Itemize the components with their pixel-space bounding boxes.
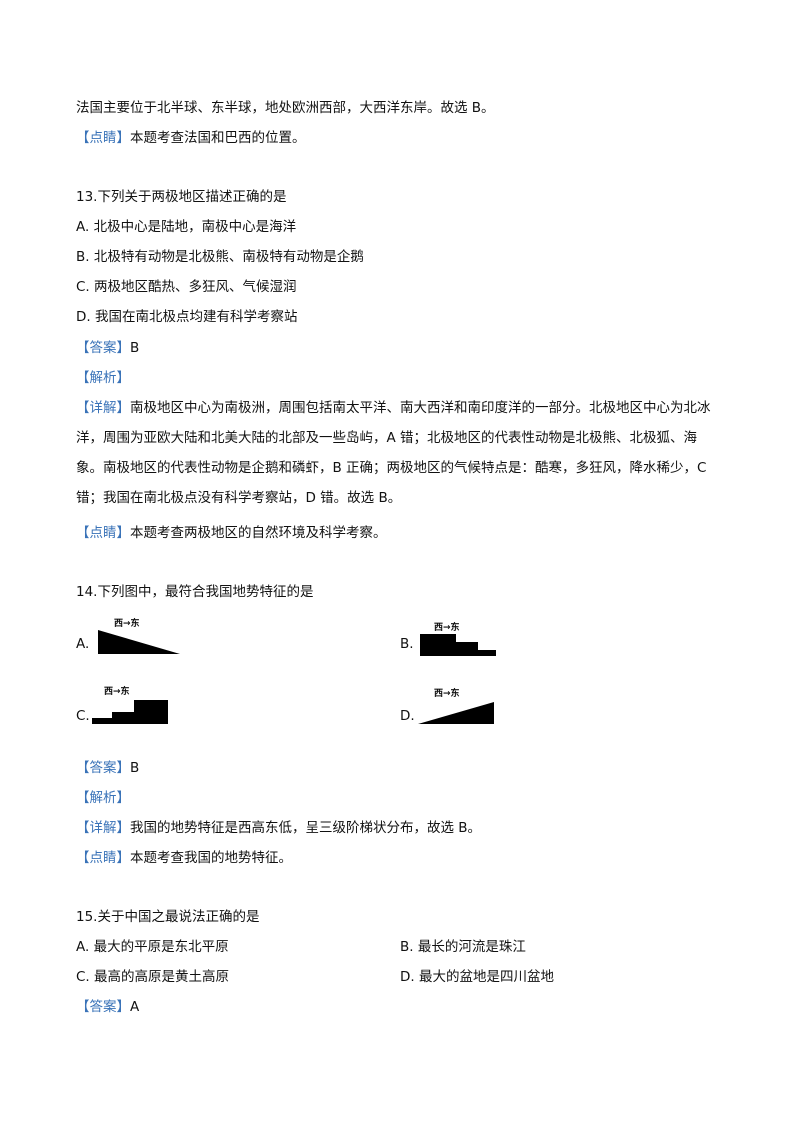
q14-option-a-figure: 西→东 bbox=[96, 616, 182, 658]
intro-dianjing: 【点睛】本题考查法国和巴西的位置。 bbox=[76, 128, 306, 148]
q13-option-c: C. 两极地区酷热、多狂风、气候湿润 bbox=[76, 279, 297, 295]
answer-tag: 【答案】 bbox=[76, 340, 130, 356]
dianjing-tag: 【点睛】 bbox=[76, 525, 130, 541]
q14-answer: 【答案】B bbox=[76, 758, 139, 778]
q15-option-b: B. 最长的河流是珠江 bbox=[400, 939, 526, 955]
xiangjie-tag: 【详解】 bbox=[76, 400, 130, 416]
q13-dianjing: 【点睛】本题考查两极地区的自然环境及科学考察。 bbox=[76, 523, 387, 543]
dianjing-tag: 【点睛】 bbox=[76, 130, 130, 146]
direction-label: 西→东 bbox=[434, 689, 460, 699]
q13-stem: 13.下列关于两极地区描述正确的是 bbox=[76, 189, 287, 205]
q13-answer: 【答案】B bbox=[76, 338, 139, 358]
q14-dianjing: 【点睛】本题考查我国的地势特征。 bbox=[76, 848, 292, 868]
q14-option-c-figure: 西→东 bbox=[92, 684, 172, 726]
q15-option-c: C. 最高的高原是黄土高原 bbox=[76, 969, 230, 985]
q13-option-b: B. 北极特有动物是北极熊、南极特有动物是企鹅 bbox=[76, 249, 364, 265]
answer-tag: 【答案】 bbox=[76, 999, 130, 1015]
q13-option-d: D. 我国在南北极点均建有科学考察站 bbox=[76, 309, 298, 325]
q15-option-d: D. 最大的盆地是四川盆地 bbox=[400, 969, 554, 985]
q15-answer: 【答案】A bbox=[76, 997, 139, 1017]
q14-xiangjie: 【详解】我国的地势特征是西高东低，呈三级阶梯状分布，故选 B。 bbox=[76, 818, 481, 838]
dianjing-tag: 【点睛】 bbox=[76, 850, 130, 866]
xiangjie-text: 南极地区中心为南极洲，周围包括南太平洋、南大西洋和南印度洋的一部分。北极地区中心… bbox=[76, 400, 711, 506]
answer-tag: 【答案】 bbox=[76, 760, 130, 776]
q13-option-a: A. 北极中心是陆地，南极中心是海洋 bbox=[76, 219, 297, 235]
q14-option-d-letter: D. bbox=[400, 708, 415, 724]
direction-label: 西→东 bbox=[114, 619, 140, 629]
answer-value: B bbox=[130, 340, 140, 356]
terrain-profile-d bbox=[418, 702, 494, 724]
q14-option-a-letter: A. bbox=[76, 636, 90, 652]
q14-option-d-figure: 西→东 bbox=[416, 686, 498, 726]
q14-option-b-figure: 西→东 bbox=[418, 616, 498, 658]
direction-label: 西→东 bbox=[434, 623, 460, 633]
q14-jiexi-tag: 【解析】 bbox=[76, 790, 130, 806]
answer-value: A bbox=[130, 999, 140, 1015]
dianjing-text: 本题考查法国和巴西的位置。 bbox=[130, 130, 306, 146]
answer-value: B bbox=[130, 760, 140, 776]
q13-jiexi-tag: 【解析】 bbox=[76, 370, 130, 386]
terrain-profile-a bbox=[98, 630, 180, 654]
direction-label: 西→东 bbox=[104, 687, 130, 697]
intro-conclusion: 法国主要位于北半球、东半球，地处欧洲西部，大西洋东岸。故选 B。 bbox=[76, 100, 495, 116]
q13-xiangjie: 【详解】南极地区中心为南极洲，周围包括南太平洋、南大西洋和南印度洋的一部分。北极… bbox=[76, 393, 724, 513]
q15-stem: 15.关于中国之最说法正确的是 bbox=[76, 909, 260, 925]
dianjing-text: 本题考查两极地区的自然环境及科学考察。 bbox=[130, 525, 387, 541]
q14-option-b-letter: B. bbox=[400, 636, 414, 652]
terrain-profile-c bbox=[92, 700, 168, 724]
terrain-profile-b bbox=[420, 634, 496, 656]
q15-option-a: A. 最大的平原是东北平原 bbox=[76, 939, 229, 955]
xiangjie-tag: 【详解】 bbox=[76, 820, 130, 836]
dianjing-text: 本题考查我国的地势特征。 bbox=[130, 850, 292, 866]
q14-option-c-letter: C. bbox=[76, 708, 90, 724]
q14-stem: 14.下列图中，最符合我国地势特征的是 bbox=[76, 584, 314, 600]
xiangjie-text: 我国的地势特征是西高东低，呈三级阶梯状分布，故选 B。 bbox=[130, 820, 482, 836]
